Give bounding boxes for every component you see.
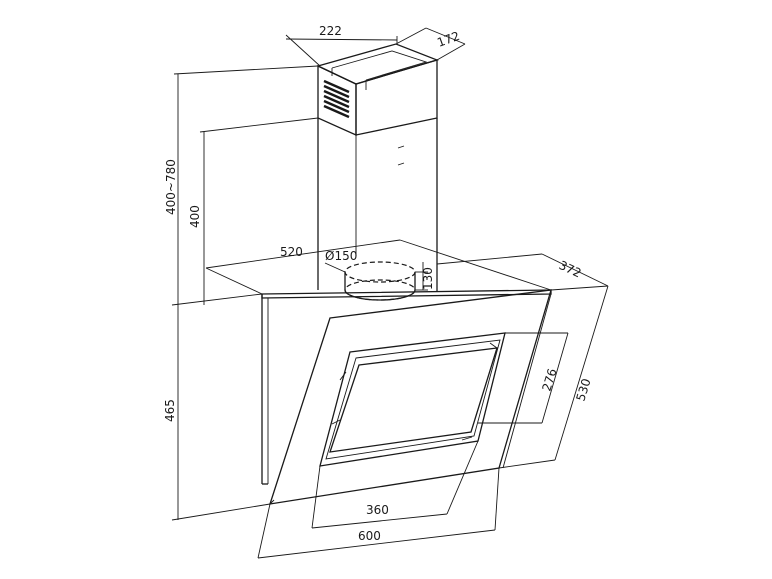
label-duct-collar-height: 130: [421, 267, 435, 290]
chimney: [316, 43, 440, 292]
label-hood-body-height: 465: [163, 399, 177, 422]
hood-body: [261, 289, 552, 505]
label-hood-width: 600: [358, 529, 381, 543]
label-chimney-height: 400: [188, 205, 202, 228]
label-chimney-depth: 172: [435, 29, 461, 50]
dimension-lines: [171, 27, 609, 559]
label-hood-width-top: 520: [280, 245, 303, 259]
label-filter-width: 360: [366, 503, 389, 517]
label-glass-panel-height: 530: [573, 377, 593, 403]
label-filter-height: 276: [539, 367, 559, 393]
duct-collar: [344, 261, 416, 301]
label-chimney-height-range: 400~780: [164, 159, 178, 215]
label-chimney-width: 222: [319, 24, 342, 38]
label-duct-diameter: Ø150: [325, 249, 357, 263]
label-hood-depth: 372: [557, 258, 584, 280]
vent-slots: [323, 79, 350, 119]
